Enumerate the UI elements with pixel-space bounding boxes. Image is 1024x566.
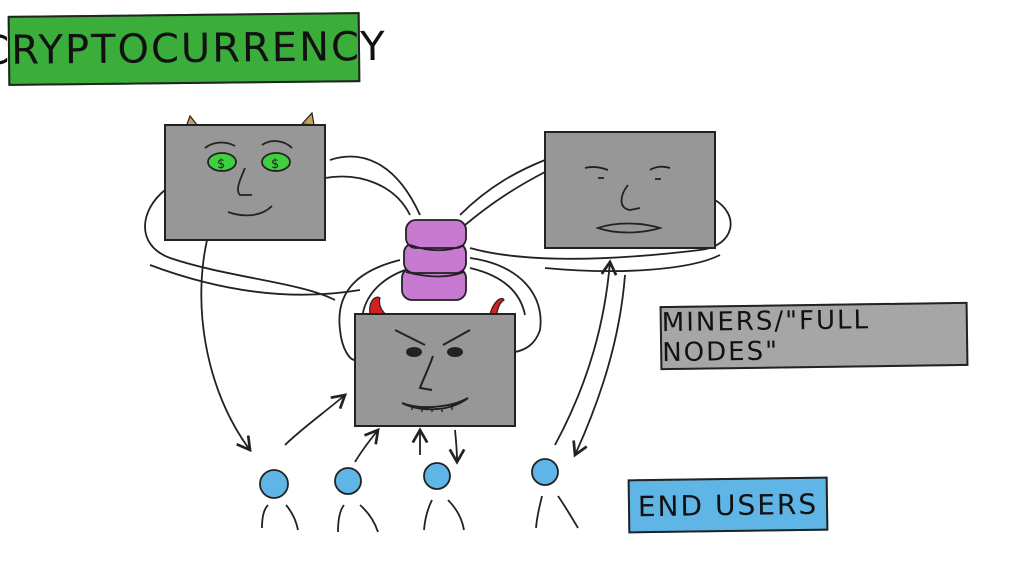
svg-text:$: $: [217, 157, 225, 172]
user-arrows: [200, 227, 626, 465]
neutral-miner-face: [584, 165, 671, 234]
user-icon: [259, 469, 299, 531]
title-box: CRYPTOCURRENCY: [0, 12, 387, 86]
end-users-label: END USERS: [637, 487, 819, 523]
network-connections: [144, 155, 732, 361]
miners-label-box: MINERS/"FULL NODES": [659, 301, 969, 371]
svg-text:$: $: [271, 157, 279, 172]
miners-label: MINERS/"FULL NODES": [661, 305, 871, 369]
database-icon: [401, 219, 467, 301]
neutral-miner-monitor: [544, 131, 716, 249]
evil-miner-monitor: [354, 296, 516, 427]
user-icon: [531, 458, 579, 529]
end-users: [259, 458, 579, 533]
evil-miner-face: [394, 329, 471, 412]
greedy-miner-face: $ $: [204, 140, 293, 217]
diagram-title: CRYPTOCURRENCY: [0, 23, 387, 75]
user-icon: [334, 467, 379, 533]
user-icon: [423, 462, 465, 531]
end-users-label-box: END USERS: [627, 476, 829, 534]
greedy-miner-monitor: $ $: [164, 111, 326, 241]
